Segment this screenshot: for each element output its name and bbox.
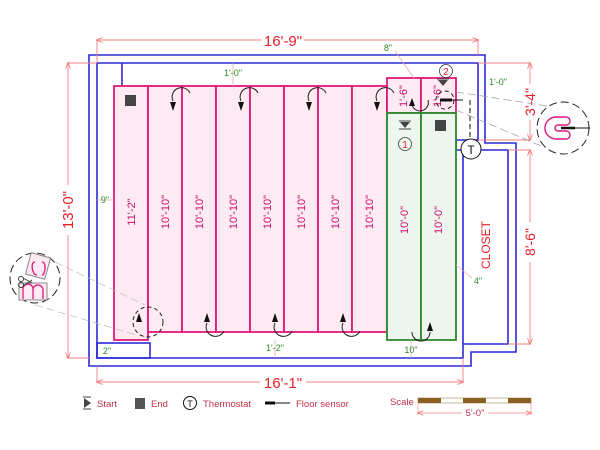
obstruction-box [96, 342, 151, 359]
zoom-detail-start [132, 306, 164, 338]
clearance-bottom-left: 2" [103, 346, 111, 356]
start-marker-icon [437, 78, 449, 86]
start-marker-icon [399, 120, 411, 130]
closet-label: CLOSET [479, 220, 493, 269]
legend-end: End [151, 399, 168, 410]
legend-floor-sensor: Floor sensor [296, 399, 349, 410]
mat-length: 10'-10" [194, 195, 206, 229]
scale-label: Scale [390, 397, 414, 408]
circuit-1-marker: 1 [402, 140, 408, 151]
mat-zone-1 [113, 77, 457, 341]
start-icon [83, 396, 91, 410]
dimension-bottom-width: 16'-1" [264, 375, 302, 392]
mat-length-small: 1'-6" [432, 85, 444, 107]
thermostat-symbol: T [467, 143, 475, 157]
end-marker [125, 95, 136, 106]
clearance-bottom-right: 10" [404, 345, 417, 355]
legend-start: Start [97, 399, 117, 410]
dimension-right-upper: 3'-4" [522, 88, 538, 116]
clearance-bottom: 1'-2" [266, 343, 284, 353]
mat-length: 11'-2" [126, 198, 138, 225]
thermostat-icon [460, 138, 482, 160]
clearance-top: 1'-0" [224, 68, 242, 78]
end-icon [135, 398, 145, 409]
mat-length: 10'-0" [399, 206, 411, 234]
legend-thermostat-symbol: T [187, 399, 193, 409]
direction-arrowheads [136, 98, 433, 331]
mat-length: 10'-10" [330, 195, 342, 229]
outer-wall [88, 54, 517, 367]
mat-length: 10'-10" [296, 195, 308, 229]
mat-length: 10'-10" [262, 195, 274, 229]
clearance-top-small: 8" [384, 43, 392, 53]
clearance-top-right: 1'-0" [489, 77, 507, 87]
scale-value: 5'-0" [466, 408, 485, 419]
end-marker [435, 120, 446, 131]
thermostat-legend-icon [183, 396, 197, 410]
mat-length: 10'-0" [433, 206, 445, 234]
legend-thermostat: Thermostat [203, 399, 251, 410]
mat-length-small: 1'-6" [398, 85, 410, 107]
dimension-right-lower: 8'-6" [522, 228, 538, 256]
clearance-left: 9" [101, 195, 109, 205]
clearance-leaders [97, 50, 473, 358]
mat-length: 10'-10" [228, 195, 240, 229]
mat-length: 10'-10" [364, 195, 376, 229]
circuit-2-marker: 2 [443, 67, 449, 78]
walls [88, 54, 517, 367]
mat-length: 10'-10" [160, 195, 172, 229]
legend: Start End T Thermostat Floor sensor Scal… [83, 396, 531, 419]
scissors-icon [18, 276, 33, 288]
clearance-closet: 4" [474, 276, 482, 286]
sensor-detail-callout [455, 91, 590, 155]
turn-arrows [132, 87, 431, 342]
cut-mat-detail-callout [9, 252, 146, 337]
dimension-top-width: 16'-9" [264, 33, 302, 50]
dimension-left-height: 13'-0" [60, 191, 77, 229]
mat-zone-2 [386, 112, 457, 341]
floor-sensor [435, 90, 471, 140]
